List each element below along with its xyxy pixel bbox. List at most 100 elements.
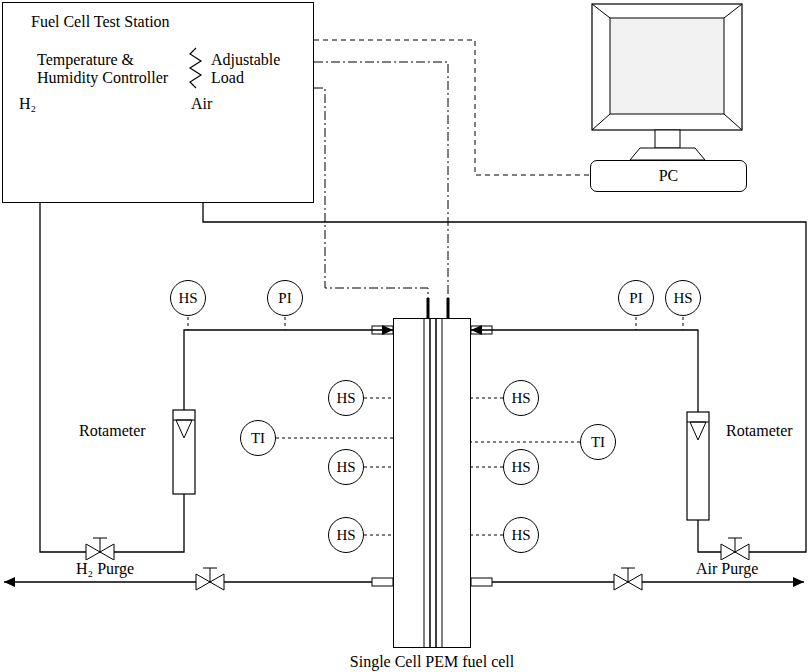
cell-layer [435,318,437,648]
valve-stem [100,538,101,552]
test-station-box: Fuel Cell Test StationTemperature & Humi… [2,2,314,203]
instrument-leader [636,317,637,330]
instrument-tag: PC [659,167,679,185]
air-supply-pipe [203,203,806,552]
valve-stem [735,538,736,552]
rotameter-symbol [173,410,195,494]
outlet-flange [372,578,393,586]
purge-label: Air Purge [695,560,759,578]
instrument-tag: PI [278,289,291,307]
outlet-flange [471,578,492,586]
instrument-leader [683,317,684,330]
instrument-circle: HS [665,280,701,316]
valve-handle [203,568,217,569]
valve-symbol [721,538,749,560]
rotameter-mark [173,420,195,421]
monitor-neck [655,130,680,148]
valve-body [86,544,100,560]
port-label: H₂ [19,95,36,113]
valve-body [196,574,210,590]
data-link [314,40,590,175]
fuel-cell-body: Single Cell PEM fuel cell [393,318,471,648]
purge-line [4,581,372,582]
instrument-circle: HS [328,517,364,553]
valve-handle [621,568,635,569]
instrument-tag: TI [251,429,265,447]
rotameter-float [690,422,706,440]
instrument-circle: HS [503,517,539,553]
load-resistor-symbol [190,48,201,88]
instrument-tag: HS [336,458,355,476]
purge-line [492,581,804,582]
valve-body [614,574,628,590]
monitor-screen [610,18,724,114]
instrument-circle: PI [267,280,303,316]
sensor-leader [471,398,503,399]
valve-handle [93,538,107,539]
hydrogen-supply-pipe [40,203,393,552]
valve-stem [628,568,629,582]
controller-label: Temperature & Humidity Controller [37,51,187,87]
inlet-flange [372,326,393,334]
instrument-tag: PI [629,289,642,307]
load-wire [314,88,428,318]
instrument-circle: HS [503,449,539,485]
sensor-leader [471,467,503,468]
rotameter-tube [173,410,195,494]
cell-layer [429,318,431,648]
load-label: Adjustable Load [211,51,306,87]
rotameter-label: Rotameter [78,422,147,440]
instrument-circle: HS [170,280,206,316]
valve-body [721,544,735,560]
monitor-base [630,148,705,160]
cell-layer [424,318,425,648]
valve-body [735,544,749,560]
valve-body [210,574,224,590]
instrument-tag: TI [591,433,605,451]
cell-layer [442,318,443,648]
inlet-flange [471,326,492,334]
monitor-frame [592,4,742,130]
sensor-leader [364,535,393,536]
instrument-tag: HS [511,458,530,476]
instrument-tag: HS [178,289,197,307]
sensor-leader [471,535,503,536]
instrument-circle: HS [328,380,364,416]
instrument-circle: PI [618,280,654,316]
instrument-circle: TI [240,420,276,456]
monitor-bevel [592,114,610,130]
pc-box: PC [590,160,747,192]
rotameter-symbol [687,412,709,520]
rotameter-label: Rotameter [725,422,794,440]
sensor-leader [364,467,393,468]
monitor-bevel [724,114,742,130]
valve-symbol [196,568,224,590]
valve-stem [210,568,211,582]
monitor-bevel [592,4,610,18]
monitor-bevel [724,4,742,18]
rotameter-mark [687,422,709,423]
sensor-leader [364,398,393,399]
instrument-circle: HS [328,449,364,485]
instrument-tag: HS [673,289,692,307]
sensor-leader [276,438,393,439]
port-label: Air [191,95,212,113]
instrument-circle: HS [503,380,539,416]
valve-body [100,544,114,560]
instrument-tag: HS [511,526,530,544]
instrument-leader [285,317,286,330]
cell-terminal [447,298,450,318]
valve-handle [728,538,742,539]
purge-label: H₂ Purge [75,560,135,578]
instrument-leader [188,317,189,330]
instrument-tag: HS [336,526,355,544]
rotameter-float [176,420,192,438]
sensor-leader [471,442,580,443]
cell-caption: Single Cell PEM fuel cell [350,653,514,671]
cell-terminal [427,298,430,318]
valve-symbol [614,568,642,590]
monitor-illustration [592,4,742,160]
rotameter-tube [687,412,709,520]
valve-body [628,574,642,590]
